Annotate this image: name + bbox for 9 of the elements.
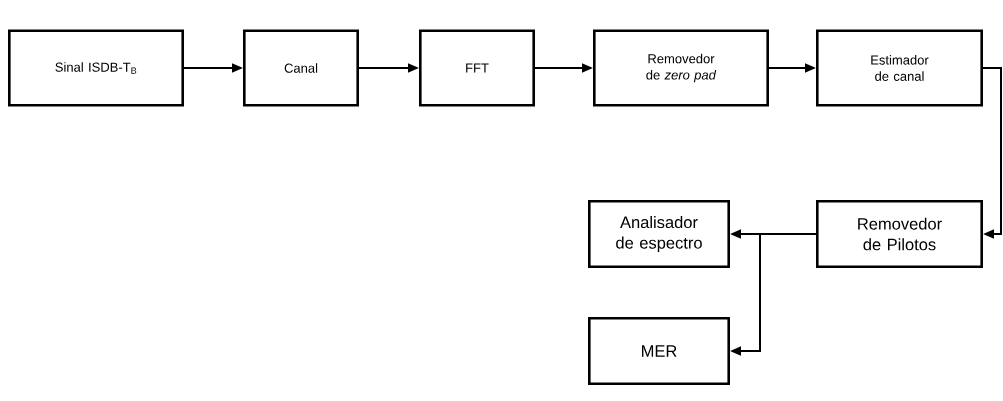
process-box: Removedor de zero pad — [593, 29, 769, 107]
process-box: MER — [588, 317, 730, 385]
process-box: FFT — [419, 29, 535, 107]
process-box: Canal — [243, 29, 359, 107]
arrow — [982, 67, 1002, 239]
process-box: Analisador de espectro — [588, 200, 730, 268]
process-box: Estimador de canal — [816, 29, 983, 107]
process-box: Sinal ISDB-T$_{B}$ — [8, 29, 184, 107]
process-box: Removedor de Pilotos — [816, 200, 983, 268]
